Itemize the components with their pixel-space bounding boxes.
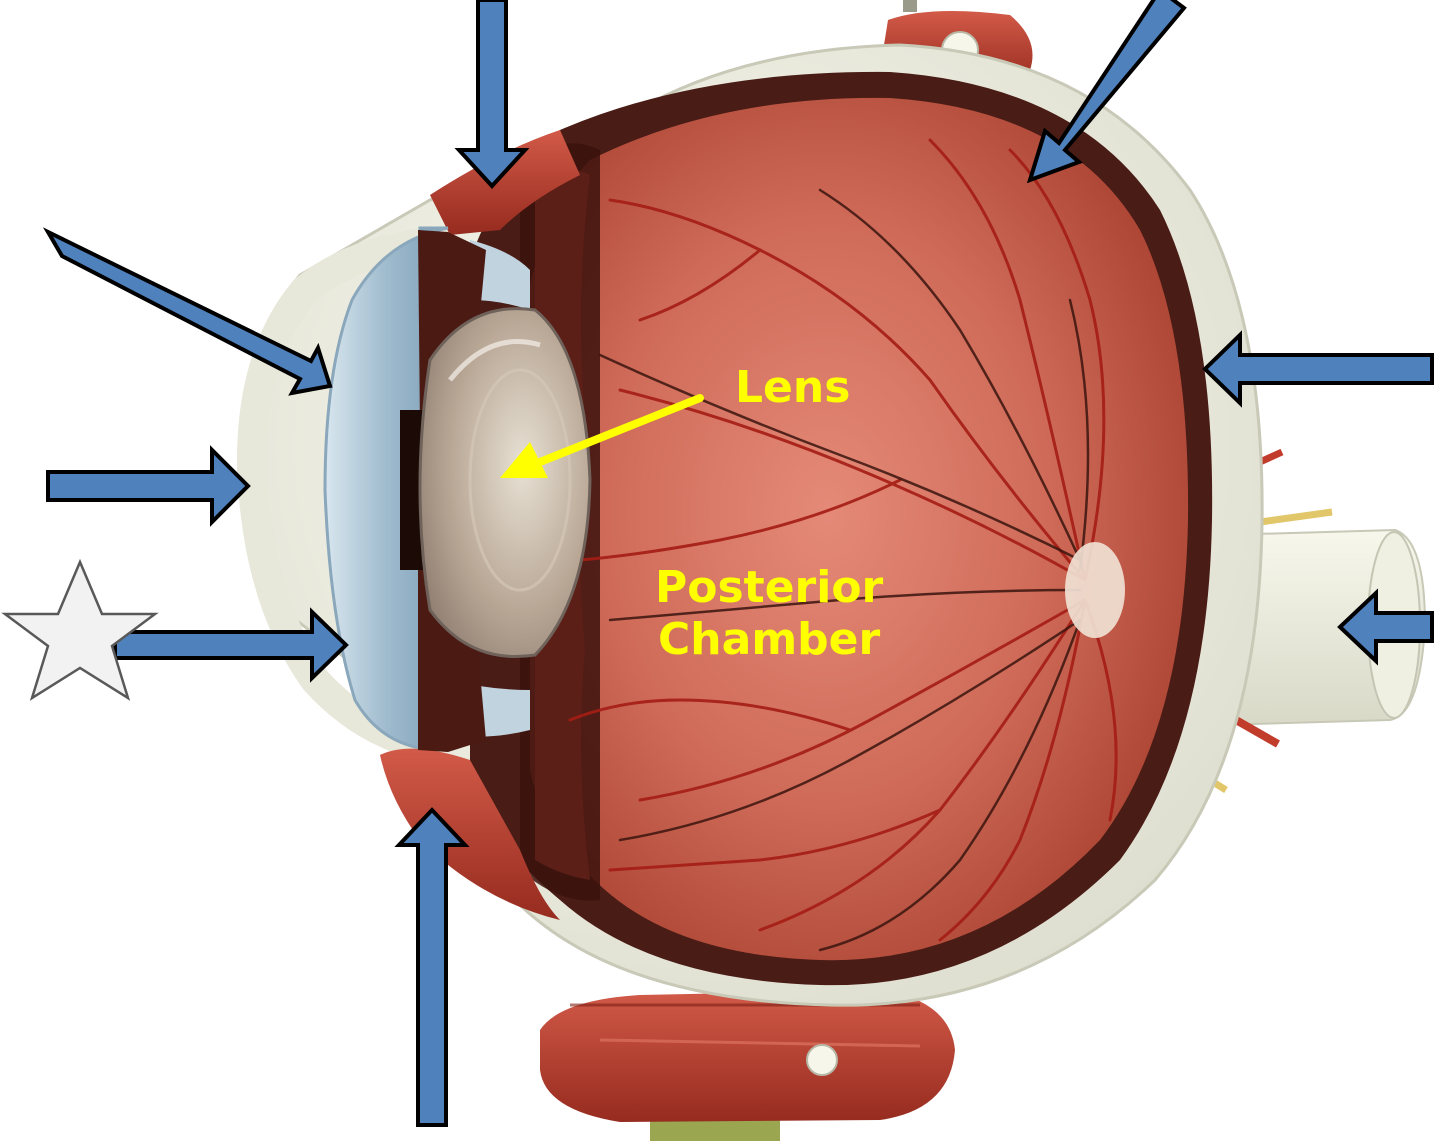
pointer-arrow-left-middle	[46, 445, 251, 527]
retina	[530, 97, 1189, 961]
cornea	[323, 226, 449, 750]
pointer-arrow-top-right	[1026, 0, 1187, 184]
posterior-chamber-label-line2: Chamber	[658, 613, 881, 665]
lens-label-arrow	[500, 394, 704, 478]
pointer-arrow-right-lower	[1337, 588, 1434, 666]
lens-label: Lens	[735, 362, 850, 414]
optic-disc	[1065, 542, 1125, 638]
pointer-arrow-right	[1202, 330, 1434, 408]
posterior-chamber-label-line1: Posterior	[655, 562, 884, 613]
lens-label-text: Lens	[735, 362, 851, 413]
model-stand	[540, 990, 955, 1141]
pointer-arrow-top	[454, 0, 530, 189]
pointer-arrow-star-row	[113, 607, 349, 683]
lens	[418, 307, 592, 659]
pointer-arrow-left-upper	[42, 227, 333, 396]
pointer-arrows	[42, 0, 1434, 1127]
retinal-vessels	[568, 138, 1118, 942]
posterior-chamber-label: Posterior Chamber	[655, 562, 883, 666]
pointer-arrow-bottom	[394, 807, 470, 1127]
star-icon	[1, 558, 159, 701]
